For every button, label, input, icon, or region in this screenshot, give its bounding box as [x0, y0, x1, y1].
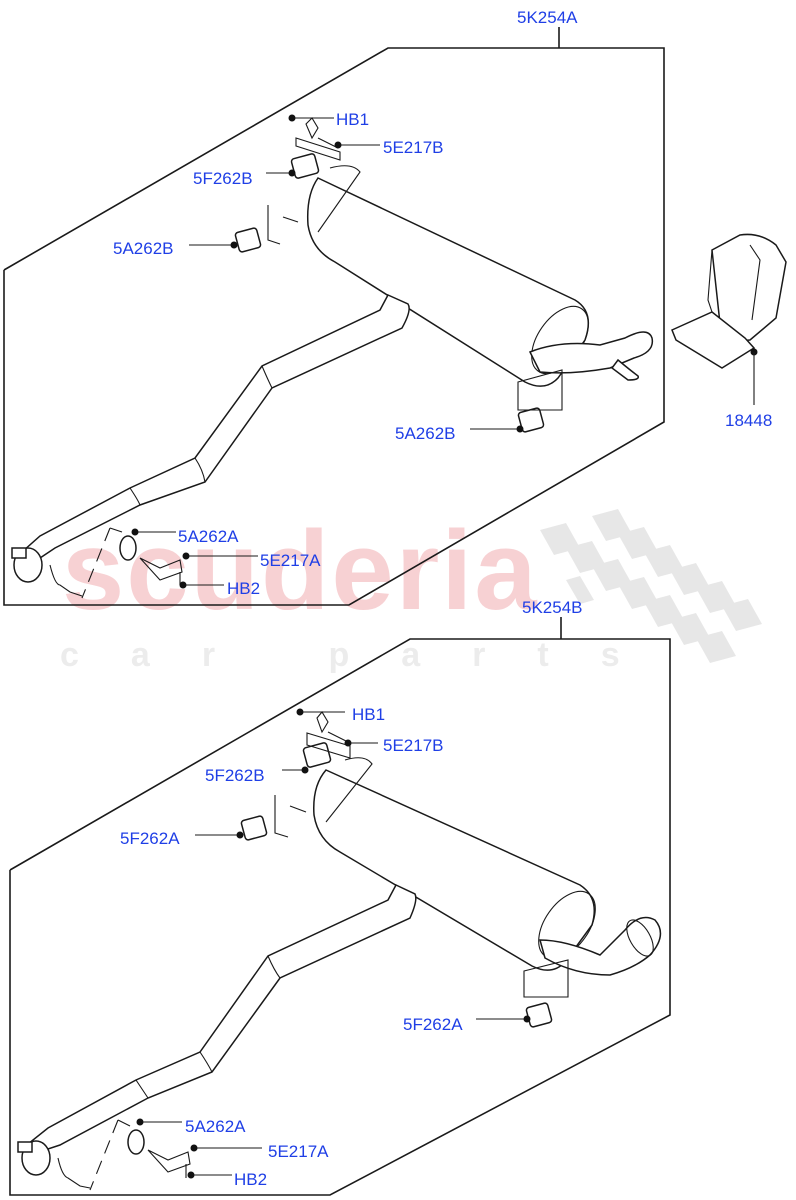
callout-hb1-upper[interactable]: HB1	[336, 110, 370, 129]
callout-5f262a-lower-front[interactable]: 5F262A	[120, 829, 180, 848]
lower-assembly-outline	[9, 617, 671, 1196]
callout-hb2-upper[interactable]: HB2	[227, 579, 261, 598]
lower-pipe	[17, 884, 417, 1189]
callout-5e217a-upper[interactable]: 5E217A	[260, 551, 321, 570]
watermark-logo-text: scuderia	[62, 508, 539, 633]
callout-5a262b-upper-rear[interactable]: 5A262B	[395, 424, 456, 443]
upper-muffler	[306, 165, 654, 387]
checkered-flag-watermark	[540, 509, 762, 663]
callout-hb1-lower[interactable]: HB1	[352, 705, 386, 724]
upper-assembly-outline	[3, 27, 665, 606]
callout-5a262b-upper-front[interactable]: 5A262B	[113, 239, 174, 258]
callout-5k254b[interactable]: 5K254B	[522, 598, 583, 617]
upper-hangers	[81, 117, 563, 599]
callout-hb2-lower[interactable]: HB2	[234, 1170, 268, 1189]
lower-hangers	[89, 711, 569, 1191]
callout-18448[interactable]: 18448	[725, 411, 773, 430]
callout-5e217a-lower[interactable]: 5E217A	[268, 1142, 329, 1161]
callout-5a262a-upper[interactable]: 5A262A	[178, 527, 239, 546]
callout-5f262a-lower-rear[interactable]: 5F262A	[403, 1015, 463, 1034]
lower-leader-lines	[136, 708, 531, 1179]
callout-5f262b-lower[interactable]: 5F262B	[205, 766, 265, 785]
callout-5e217b-upper[interactable]: 5E217B	[383, 138, 444, 157]
callout-5a262a-lower[interactable]: 5A262A	[185, 1117, 246, 1136]
lower-muffler	[313, 757, 662, 976]
callout-5e217b-lower[interactable]: 5E217B	[383, 736, 444, 755]
upper-pipe	[11, 294, 410, 597]
upper-leader-lines	[131, 114, 524, 589]
heat-shield	[671, 233, 787, 405]
callout-5k254a[interactable]: 5K254A	[517, 8, 578, 27]
watermark-subtitle: car parts	[60, 636, 672, 674]
callout-5f262b-upper[interactable]: 5F262B	[193, 169, 253, 188]
